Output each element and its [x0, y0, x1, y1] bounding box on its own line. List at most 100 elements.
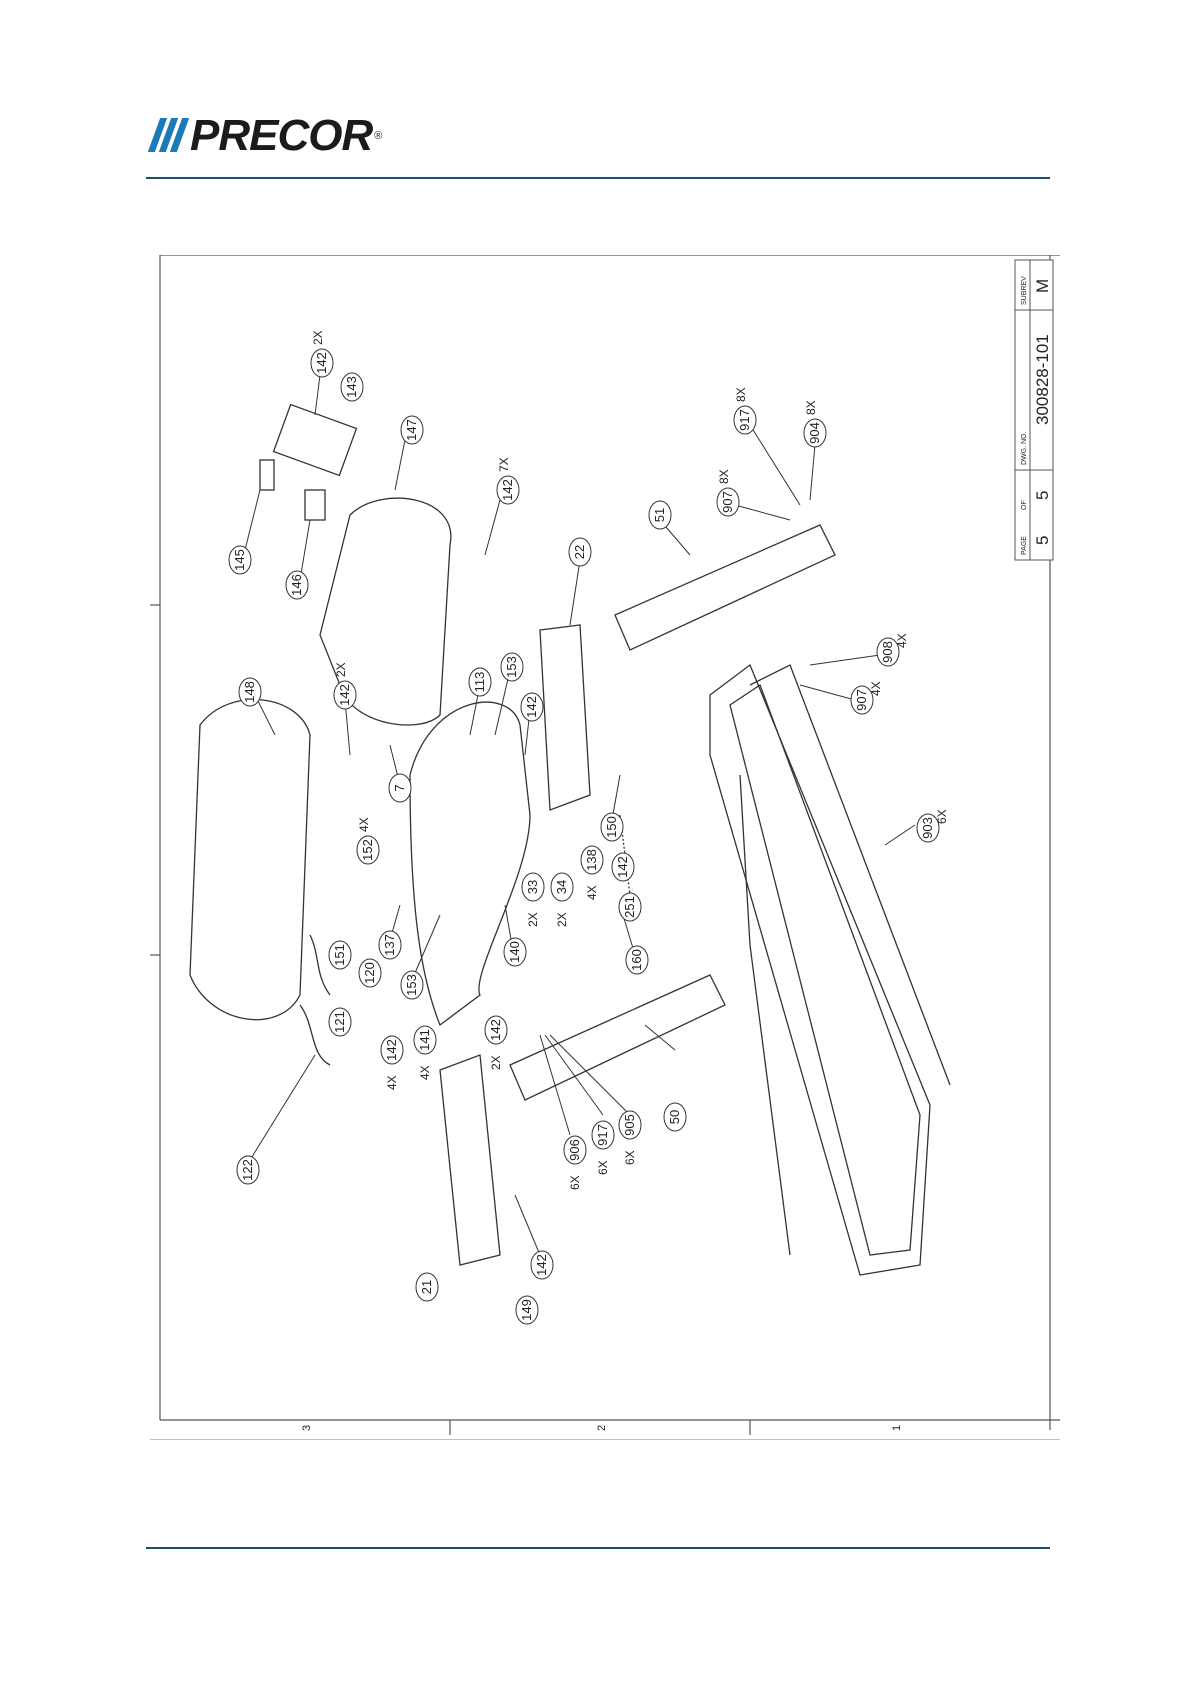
svg-text:4X: 4X — [357, 817, 371, 832]
upright-tube-50 — [510, 975, 725, 1100]
svg-text:120: 120 — [362, 962, 377, 984]
callout-bubble: 142 — [531, 1251, 553, 1279]
subrev-label: SUBREV — [1021, 276, 1028, 305]
svg-text:122: 122 — [240, 1159, 255, 1181]
svg-text:6X: 6X — [568, 1175, 582, 1190]
svg-text:7: 7 — [392, 784, 407, 791]
page-header: PRECOR ® — [0, 0, 1191, 190]
side-cover-21 — [440, 1055, 500, 1265]
svg-text:2X: 2X — [526, 912, 540, 927]
callout-bubble: 146 — [286, 571, 308, 599]
precor-logo: PRECOR ® — [148, 116, 382, 156]
callout-bubble: 143 — [341, 373, 363, 401]
svg-text:21: 21 — [419, 1280, 434, 1294]
svg-text:7X: 7X — [497, 457, 511, 472]
svg-text:153: 153 — [404, 974, 419, 996]
svg-text:147: 147 — [404, 419, 419, 441]
callout-leaders — [245, 375, 915, 1255]
callout-bubble: 120 — [359, 959, 381, 987]
svg-text:142: 142 — [534, 1254, 549, 1276]
svg-text:251: 251 — [622, 896, 637, 918]
svg-text:33: 33 — [525, 880, 540, 894]
svg-text:113: 113 — [472, 672, 487, 693]
svg-text:6X: 6X — [596, 1160, 610, 1175]
callout-bubble: 121 — [329, 1008, 351, 1036]
callout-bubble: 142 4X — [381, 1036, 403, 1090]
svg-text:917: 917 — [737, 409, 752, 431]
console-shroud-148 — [190, 700, 310, 1020]
svg-text:145: 145 — [232, 549, 247, 571]
svg-text:917: 917 — [595, 1124, 610, 1146]
svg-text:140: 140 — [507, 941, 522, 963]
svg-text:4X: 4X — [869, 681, 883, 696]
callout-bubble: 140 — [504, 938, 526, 966]
callout-bubble: 137 — [379, 931, 401, 959]
svg-text:4X: 4X — [385, 1075, 399, 1090]
svg-text:150: 150 — [604, 816, 619, 838]
callout-bubble: 33 2X — [522, 873, 544, 927]
svg-text:142: 142 — [337, 684, 352, 706]
callout-bubble: 153 — [401, 971, 423, 999]
svg-text:8X: 8X — [734, 387, 748, 402]
dwg-no-label: DWG. NO. — [1021, 432, 1028, 465]
svg-text:907: 907 — [720, 491, 735, 513]
cable-121 — [310, 935, 330, 995]
handlebar-frame — [410, 702, 530, 1025]
svg-text:142: 142 — [524, 696, 539, 718]
header-rule — [146, 177, 1050, 179]
footer-rule — [146, 1547, 1050, 1549]
upright-tube-51 — [615, 525, 835, 650]
svg-text:142: 142 — [314, 352, 329, 374]
svg-text:906: 906 — [567, 1139, 582, 1161]
svg-text:2X: 2X — [334, 662, 348, 677]
svg-text:2X: 2X — [489, 1055, 503, 1070]
svg-text:51: 51 — [652, 508, 667, 522]
zone-label: 1 — [891, 1425, 903, 1431]
svg-text:22: 22 — [572, 545, 587, 559]
callout-bubble: 113 — [469, 668, 491, 696]
svg-text:6X: 6X — [623, 1150, 637, 1165]
page-total-value: 5 — [1033, 491, 1052, 500]
callout-bubble: 153 — [501, 653, 523, 681]
callout-bubble: 917 6X — [592, 1121, 614, 1175]
exploded-parts-drawing: 3 2 1 SUBREV M DWG. NO. 300828-101 PAGE … — [150, 255, 1060, 1440]
svg-text:4X: 4X — [585, 885, 599, 900]
svg-text:4X: 4X — [418, 1065, 432, 1080]
svg-text:907: 907 — [854, 689, 869, 711]
subrev-value: M — [1033, 279, 1052, 293]
drawing-border — [150, 255, 1060, 1440]
svg-text:142: 142 — [384, 1039, 399, 1061]
callout-bubble: 251 — [619, 893, 641, 921]
callout-bubble: 150 — [601, 813, 623, 841]
callout-bubble: 21 — [416, 1273, 438, 1301]
callouts: 1422X 143 147 1427X 145 146 9178X 9048X … — [229, 330, 949, 1324]
callout-bubble: 145 — [229, 546, 251, 574]
svg-text:6X: 6X — [935, 809, 949, 824]
page-label: PAGE — [1021, 536, 1028, 555]
of-label: OF — [1021, 500, 1028, 510]
svg-text:146: 146 — [289, 574, 304, 596]
callout-bubble: 142 — [521, 693, 543, 721]
svg-text:905: 905 — [622, 1114, 637, 1136]
svg-text:2X: 2X — [555, 912, 569, 927]
svg-text:50: 50 — [667, 1110, 682, 1124]
callout-bubble: 148 — [239, 678, 261, 706]
callout-bubble: 9178X — [734, 387, 756, 434]
callout-bubble: 160 — [626, 946, 648, 974]
callout-bubble: 22 — [569, 538, 591, 566]
svg-text:137: 137 — [382, 934, 397, 956]
svg-text:2X: 2X — [311, 330, 325, 345]
callout-bubble: 905 6X — [619, 1111, 641, 1165]
zone-label: 3 — [301, 1425, 313, 1431]
svg-text:148: 148 — [242, 681, 257, 703]
dwg-no-value: 300828-101 — [1033, 334, 1052, 425]
svg-text:160: 160 — [629, 949, 644, 971]
